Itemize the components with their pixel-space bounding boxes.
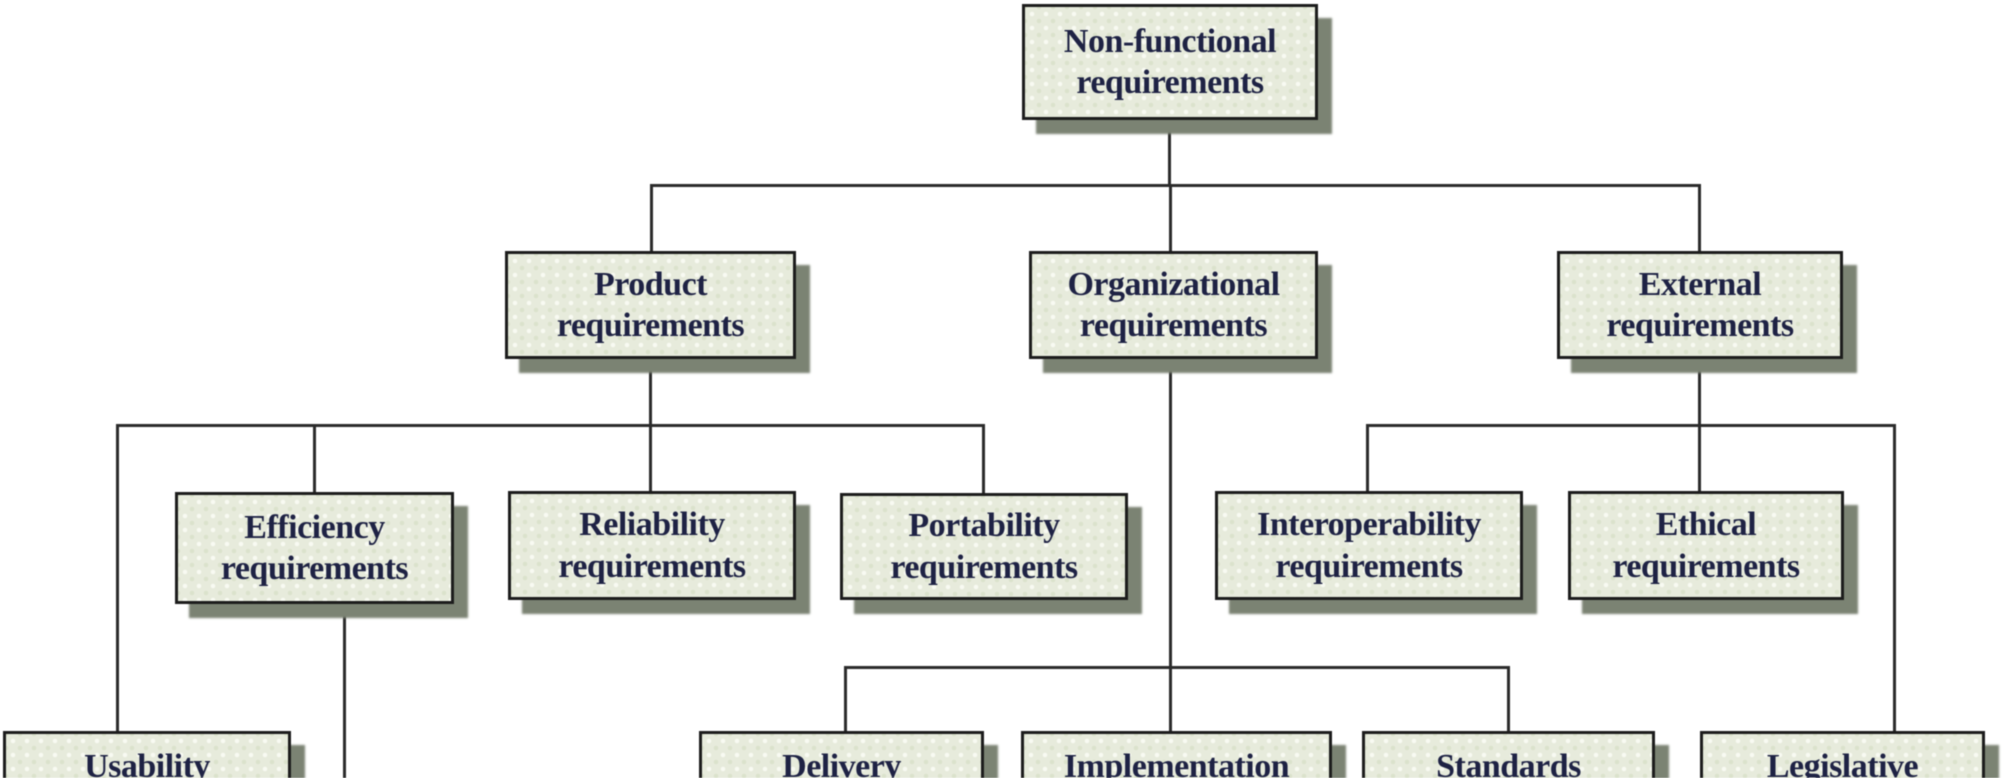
connector-line — [650, 184, 653, 252]
node-external-requirements: External requirements — [1557, 251, 1843, 359]
node-label: Delivery — [782, 748, 901, 778]
node-label: Implementation — [1063, 748, 1290, 778]
node-label: Organizational — [1067, 265, 1280, 303]
node-label: requirements — [1606, 307, 1794, 344]
node-label: requirements — [1275, 547, 1463, 585]
node-reliability-requirements: Reliability requirements — [508, 491, 796, 600]
node-label: requirements — [556, 307, 745, 344]
node-non-functional-requirements: Non-functional requirements — [1022, 4, 1318, 120]
node-legislative-requirements: Legislative — [1700, 731, 1985, 778]
connector-line — [117, 424, 985, 427]
connector-line — [116, 424, 119, 733]
node-label: Legislative — [1766, 748, 1919, 778]
node-label: requirements — [890, 548, 1078, 586]
connector-line — [1367, 424, 1896, 427]
connector-line — [343, 603, 346, 778]
node-label: Efficiency — [244, 508, 385, 546]
node-standards-requirements: Standards — [1362, 731, 1655, 778]
node-portability-requirements: Portability requirements — [840, 493, 1128, 600]
node-label: Product — [594, 265, 707, 303]
node-label: Interoperability — [1257, 506, 1481, 544]
node-usability-requirements: Usability — [3, 731, 291, 778]
connector-line — [1169, 184, 1172, 252]
connector-line — [1366, 424, 1369, 493]
node-label: requirements — [1079, 307, 1268, 344]
node-label: Standards — [1436, 748, 1581, 778]
node-label: requirements — [1612, 547, 1800, 585]
node-label: Portability — [908, 507, 1060, 545]
node-interoperability-requirements: Interoperability requirements — [1215, 491, 1523, 600]
connector-line — [1168, 118, 1171, 186]
node-efficiency-requirements: Efficiency requirements — [175, 492, 454, 604]
connector-line — [1893, 424, 1896, 733]
node-label: Reliability — [579, 506, 725, 544]
node-label: Non-functional — [1063, 22, 1277, 60]
node-label: requirements — [220, 550, 409, 587]
connector-line — [1507, 666, 1510, 733]
node-organizational-requirements: Organizational requirements — [1029, 251, 1318, 359]
node-label: External — [1638, 265, 1762, 303]
node-implementation-requirements: Implementation — [1021, 731, 1332, 778]
connector-line — [845, 666, 1510, 669]
connector-line — [844, 666, 847, 733]
node-label: Ethical — [1655, 506, 1757, 544]
node-label: requirements — [558, 547, 746, 585]
node-ethical-requirements: Ethical requirements — [1568, 491, 1844, 600]
connector-line — [652, 184, 1701, 187]
node-label: Usability — [84, 748, 210, 778]
node-product-requirements: Product requirements — [505, 251, 796, 359]
node-delivery-requirements: Delivery — [699, 731, 984, 778]
connector-line — [313, 424, 316, 494]
connector-line — [1698, 184, 1701, 252]
node-label: requirements — [1076, 64, 1264, 101]
connector-line — [982, 424, 985, 494]
connector-line — [1169, 357, 1172, 733]
